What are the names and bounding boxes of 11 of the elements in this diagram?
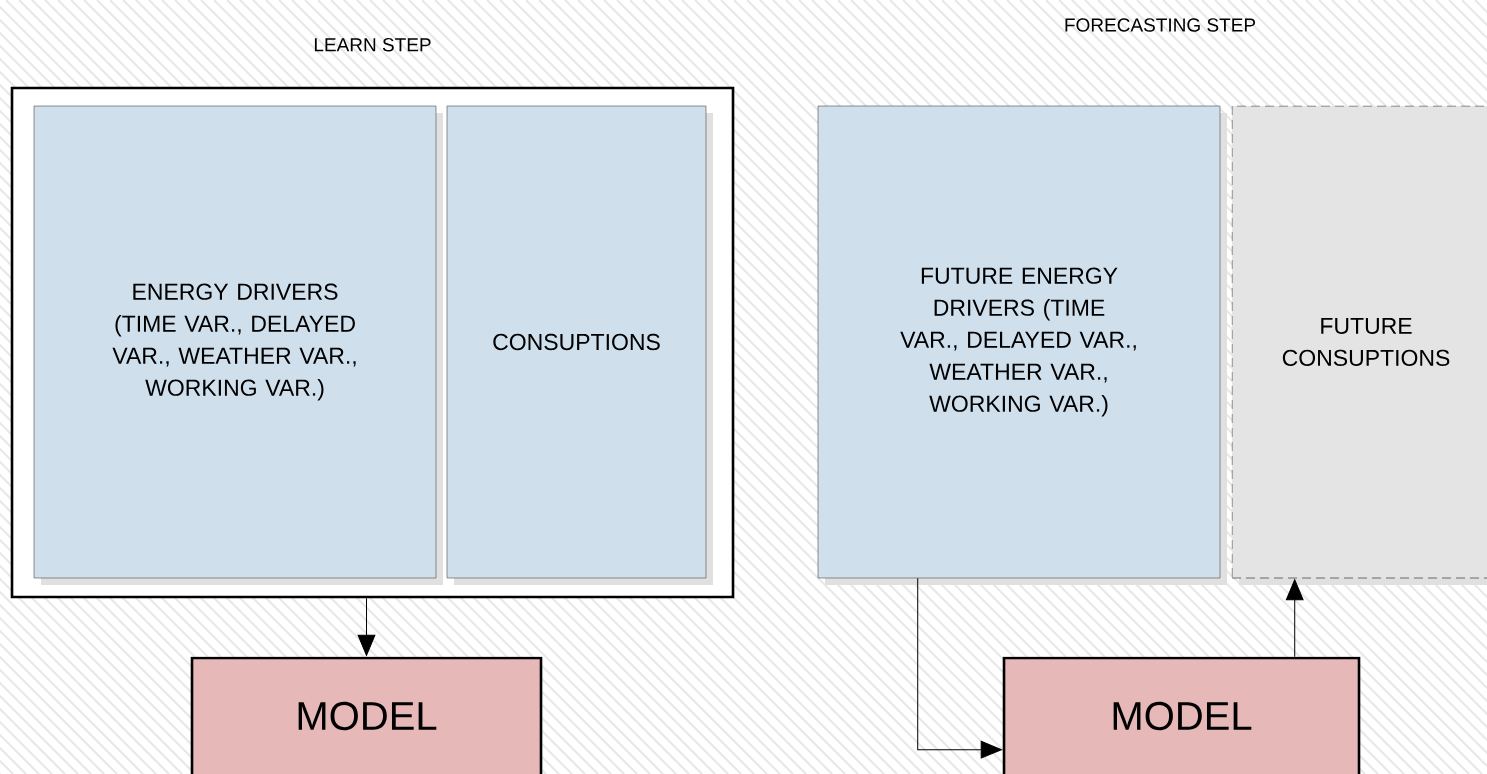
arrow bbox=[357, 597, 376, 656]
data-box: ENERGY DRIVERS (TIME VAR., DELAYED VAR., WEATHER VAR., WORKING VAR.) bbox=[33, 105, 443, 585]
data-box: CONSUPTIONS bbox=[446, 105, 713, 585]
arrow bbox=[917, 577, 1002, 759]
node-label: LEARN STEP bbox=[314, 38, 431, 52]
model-box: MODEL bbox=[1002, 656, 1361, 774]
section-heading: FORECASTING STEP bbox=[1065, 18, 1256, 32]
arrow bbox=[1285, 579, 1304, 658]
model-box: MODEL bbox=[190, 656, 543, 774]
output-box: FUTURE CONSUPTIONS bbox=[1231, 105, 1487, 585]
data-box: FUTURE ENERGY DRIVERS (TIME VAR., DELAYED VAR., WEATHER VAR., WORKING VAR.) bbox=[817, 105, 1227, 585]
